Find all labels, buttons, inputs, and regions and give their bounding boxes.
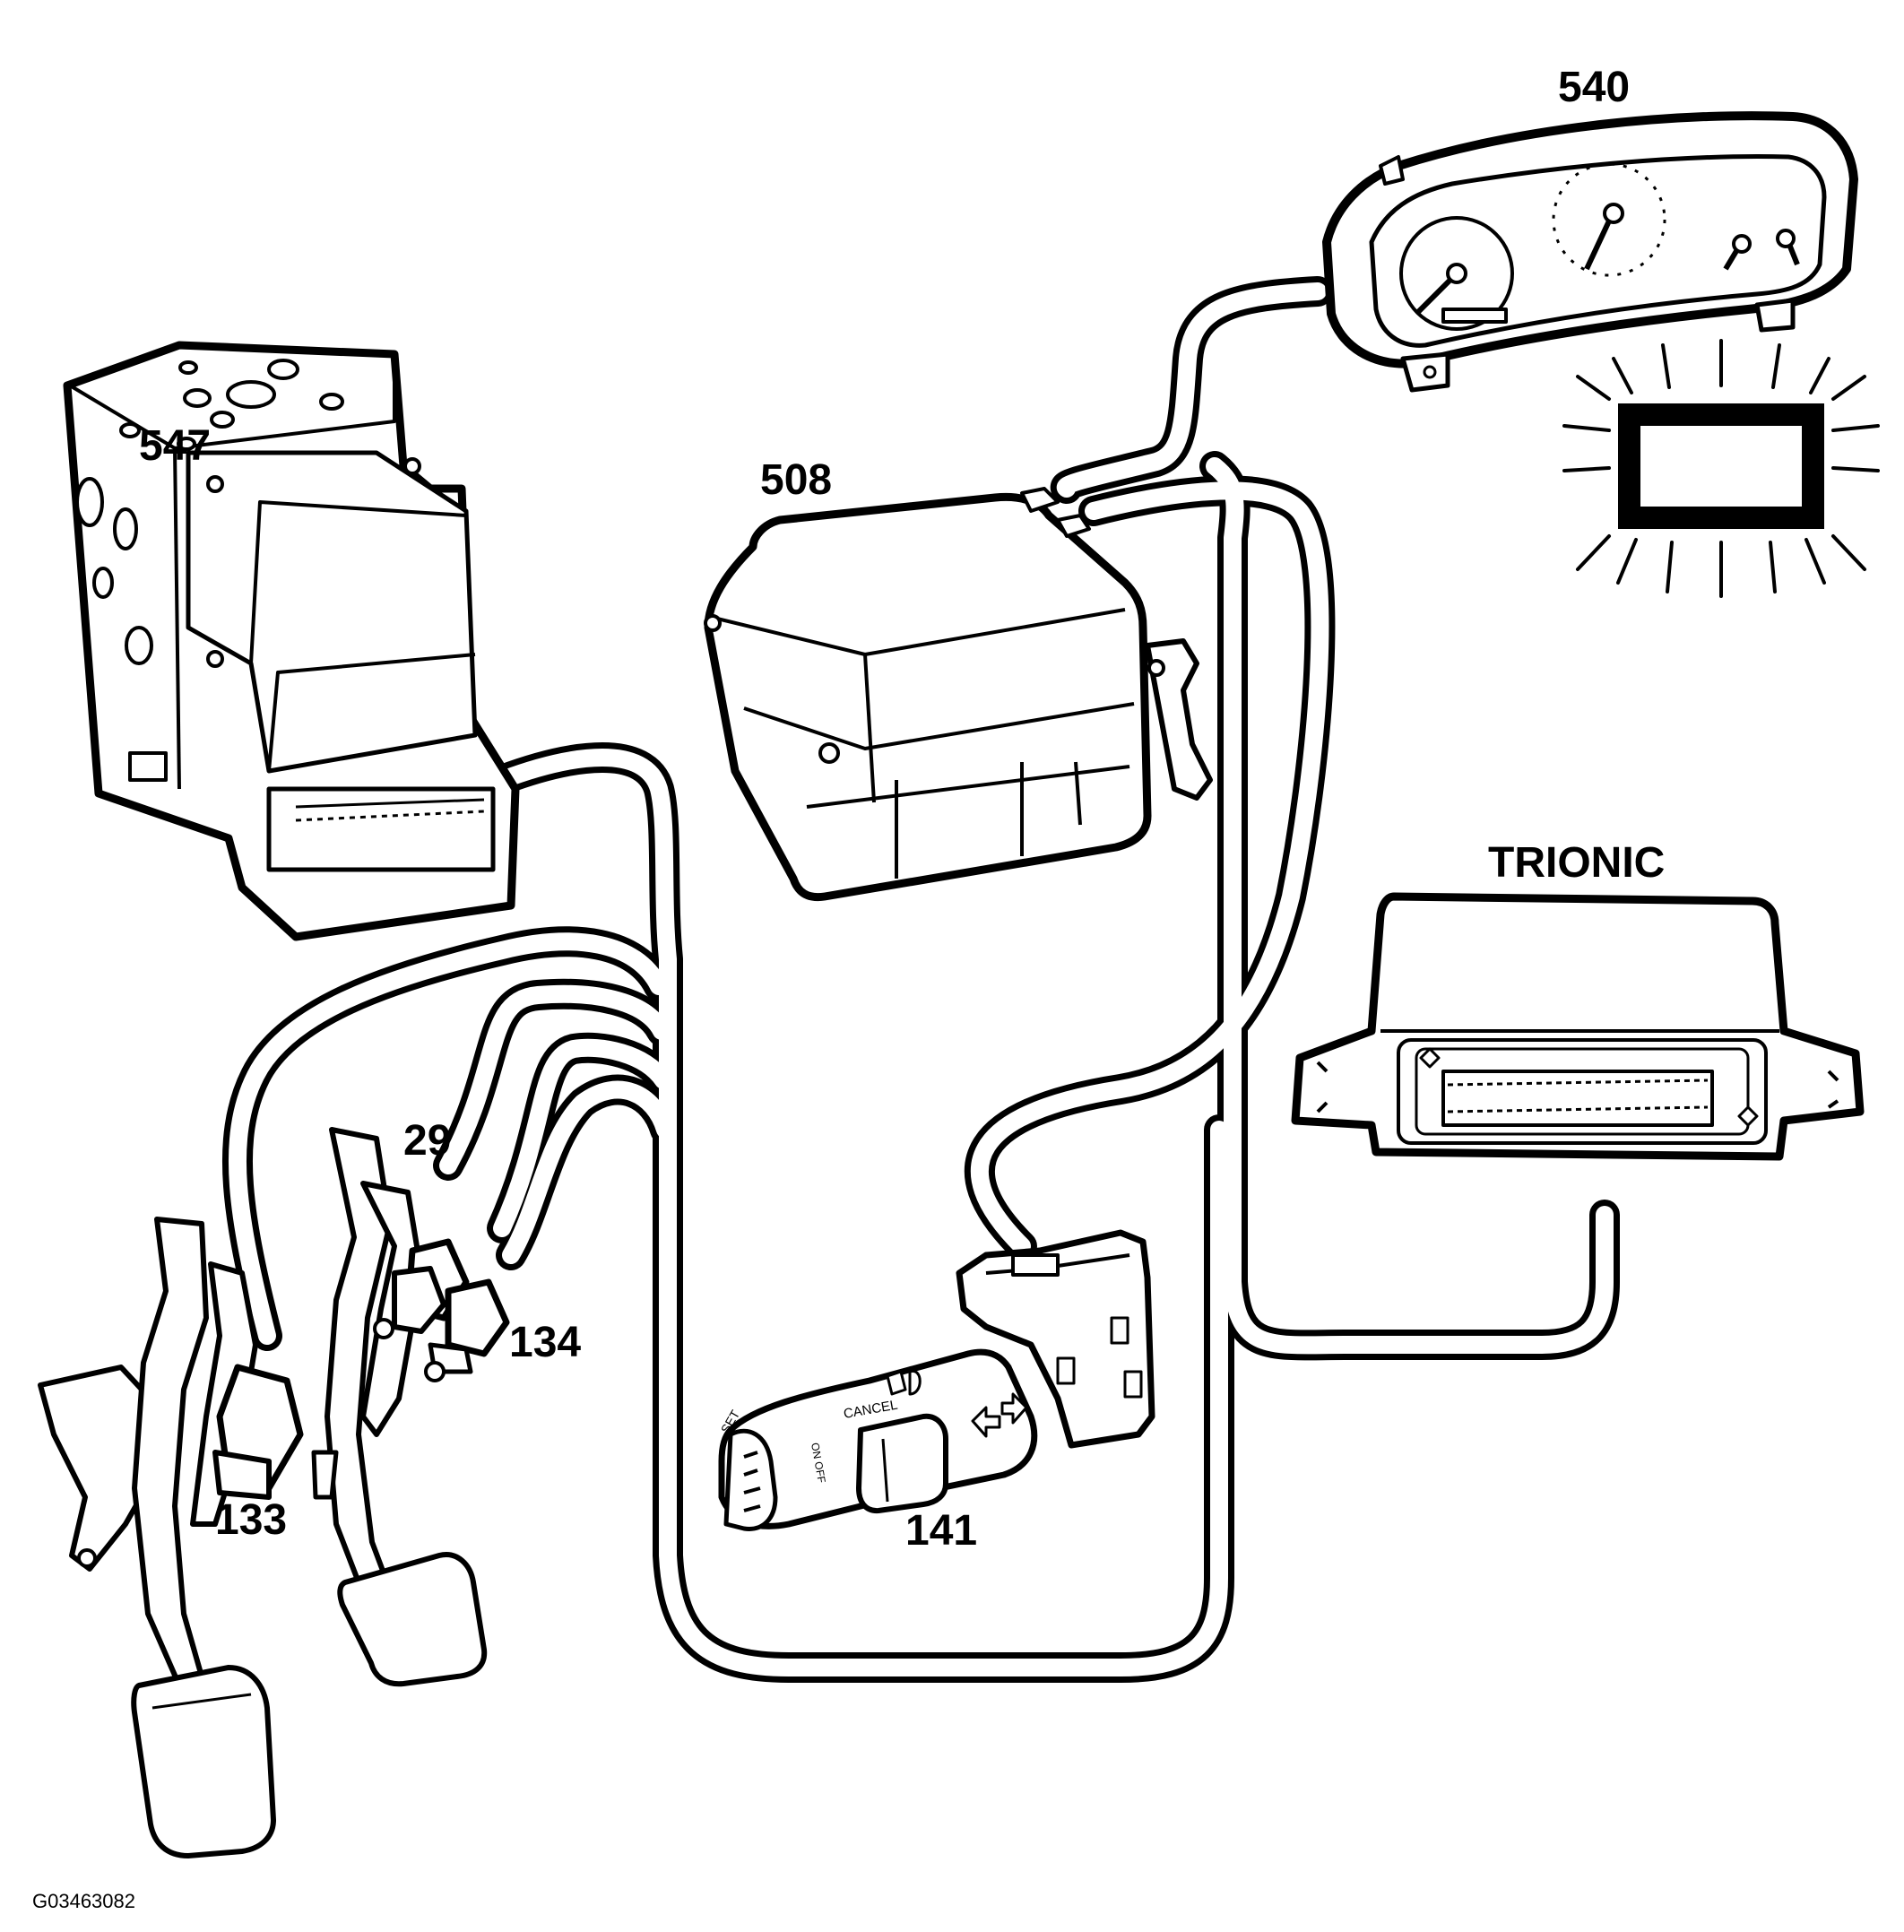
control-module-illustration xyxy=(704,487,1213,902)
engine-ecu-illustration xyxy=(1291,892,1865,1161)
warning-lamp-symbol xyxy=(1562,339,1880,598)
label-540: 540 xyxy=(1558,64,1631,111)
label-133: 133 xyxy=(215,1496,288,1544)
label-134: 134 xyxy=(509,1319,582,1366)
instrument-cluster-illustration xyxy=(1322,111,1858,393)
label-29: 29 xyxy=(403,1117,452,1165)
pedal-assembly-illustration xyxy=(38,1127,510,1858)
label-141: 141 xyxy=(905,1507,978,1555)
abs-unit-illustration xyxy=(63,341,520,941)
cruise-stalk-illustration: CANCEL SET ON OFF xyxy=(718,1229,1155,1531)
label-trionic: TRIONIC xyxy=(1488,839,1666,887)
wiring-harness xyxy=(221,276,1620,1683)
label-547: 547 xyxy=(139,422,212,470)
figure-id: G03463082 xyxy=(32,1890,135,1912)
label-508: 508 xyxy=(760,456,833,504)
